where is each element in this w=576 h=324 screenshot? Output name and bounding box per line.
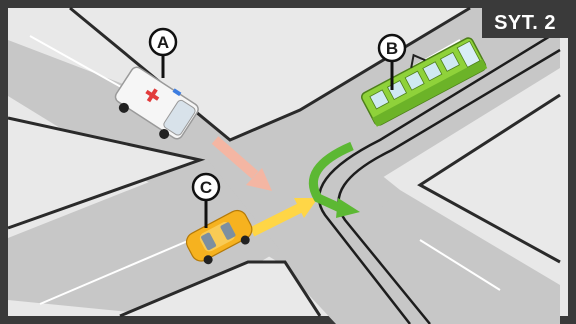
label-c: C bbox=[200, 178, 212, 197]
situation-tag: SYT. 2 bbox=[482, 8, 568, 38]
label-b: B bbox=[386, 39, 398, 58]
label-a: A bbox=[157, 33, 169, 52]
